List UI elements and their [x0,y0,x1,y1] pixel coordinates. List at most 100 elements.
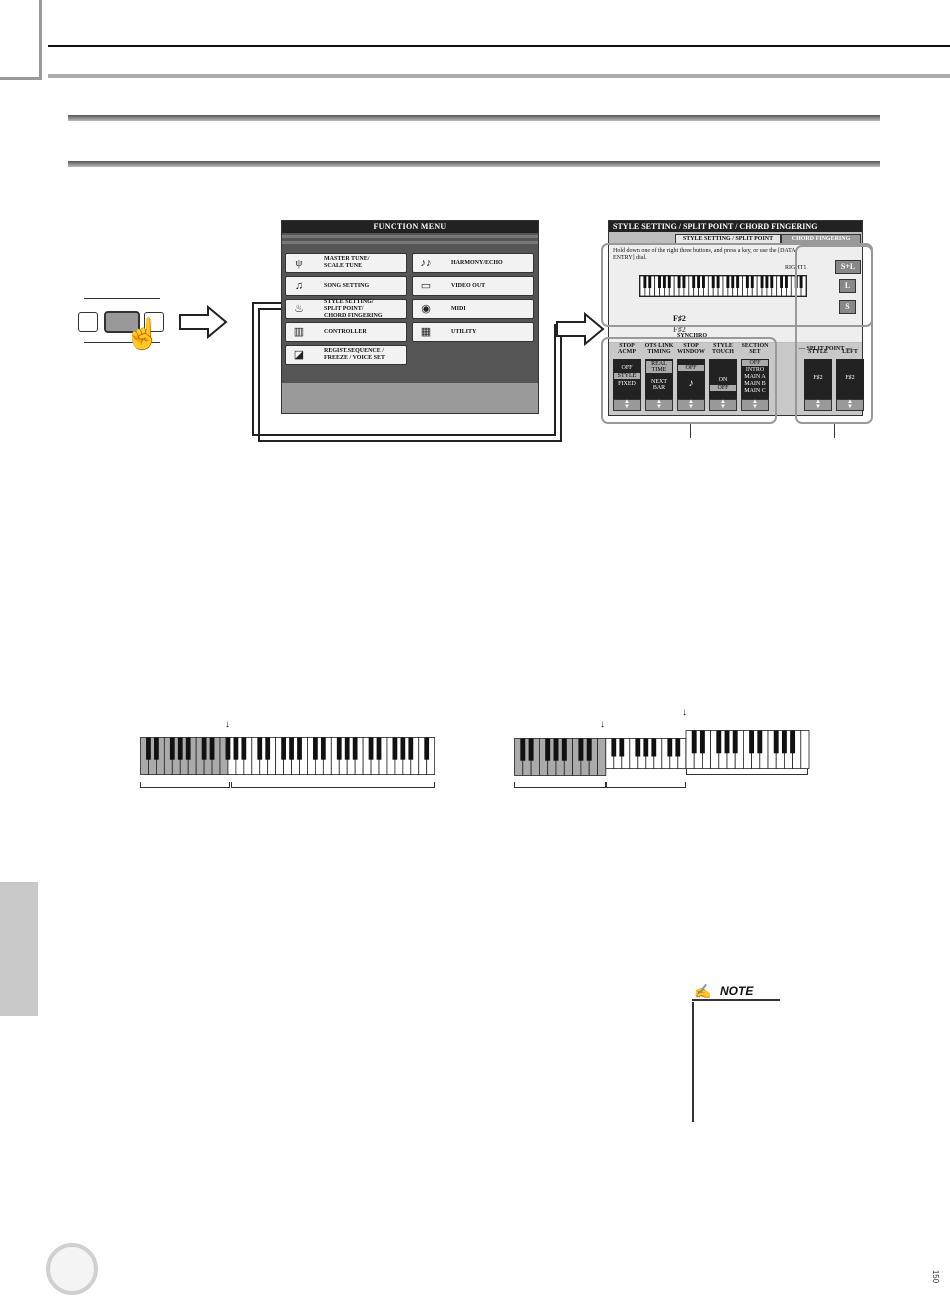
menu-item-style-setting[interactable]: ♨ STYLE SETTING/ SPLIT POINT/ CHORD FING… [285,299,407,319]
menu-item-label: CONTROLLER [324,328,367,335]
menu-item-regist-sequence[interactable]: ◪ REGIST.SEQUENCE / FREEZE / VOICE SET [285,345,407,365]
style-icon: ♨ [294,302,304,315]
menu-item-midi[interactable]: ◉ MIDI [412,299,534,319]
up-down-arrow-icon[interactable]: ▲▼ [709,399,737,411]
white-key [597,738,607,776]
up-down-arrow-icon[interactable]: ▲▼ [677,399,705,411]
black-key [697,276,701,288]
black-key [146,737,151,760]
up-down-arrow-icon[interactable]: ▲▼ [613,399,641,411]
column-header: STYLE TOUCH [712,343,734,355]
column-header: STYLE [808,349,828,355]
section-set-column[interactable]: SECTION SET OFF INTRO MAIN A MAIN B MAIN… [740,343,770,411]
stop-window-column[interactable]: STOP WINDOW OFF ♪ ▲▼ [676,343,706,411]
option-value: OFF [621,365,633,371]
function-menu-body: ψ MASTER TUNE/ SCALE TUNE ♫ SONG SETTING… [282,233,538,383]
option-value-selected: OFF [710,385,736,391]
black-key [400,737,406,760]
right-range-bracket [231,782,435,788]
black-key [289,737,294,760]
black-key [561,738,567,761]
menu-item-video-out[interactable]: ▭ VIDEO OUT [412,276,534,296]
middle-range-bracket [606,782,686,788]
note-margin-line [692,1002,694,1122]
black-key [313,737,318,760]
black-key [528,738,534,761]
black-key [297,737,302,760]
style-touch-column[interactable]: STYLE TOUCH ON OFF ▲▼ [708,343,738,411]
black-key [545,738,551,761]
black-key [177,737,183,760]
stop-acmp-column[interactable]: STOP ACMP OFF STYLE FIXED ▲▼ [612,343,642,411]
up-down-arrow-icon[interactable]: ▲▼ [836,399,864,411]
black-key [716,730,722,754]
split-point-header: — SPLIT POINT — [799,346,852,352]
black-key [201,737,207,760]
menu-item-utility[interactable]: ▦ UTILITY [412,322,534,342]
black-key [233,737,239,760]
double-note-icon: ♪♪ [420,256,432,269]
menu-item-controller[interactable]: ▥ CONTROLLER [285,322,407,342]
midi-icon: ◉ [421,302,431,315]
option-value-selected: OFF [678,365,704,371]
black-key [578,738,584,761]
black-key [745,276,749,288]
menu-item-label: MASTER TUNE/ SCALE TUNE [324,256,370,269]
black-key [699,730,705,754]
screen-stripe [282,241,538,244]
black-key [711,276,715,288]
header-rule [48,45,950,47]
section-rule-top [68,115,880,121]
black-key [662,276,666,288]
page-corner-frame [0,0,42,80]
menu-item-harmony-echo[interactable]: ♪♪ HARMONY/ECHO [412,253,534,273]
page-marker-circle [46,1243,98,1295]
function-button-illustration: ☝ [78,292,164,367]
section-rule-bottom [68,161,880,167]
black-key [209,737,215,760]
black-key [675,738,681,757]
instruction-text: Hold down one of the right three buttons… [613,248,796,261]
option-value: FIXED [618,381,636,387]
ots-link-timing-column[interactable]: OTS LINK TIMING REAL TIME NEXT BAR ▲▼ [644,343,674,411]
option-value: F♯2 [813,375,823,381]
up-down-arrow-icon[interactable]: ▲▼ [645,399,673,411]
column-header: STOP WINDOW [677,343,705,355]
black-key [154,737,159,760]
note-underline [692,999,780,1001]
black-key [553,738,559,761]
black-key [691,730,697,754]
black-key [169,737,175,760]
black-key [784,276,788,288]
split-style-button[interactable]: S [839,300,856,314]
tuning-fork-icon: ψ [295,256,303,269]
function-button[interactable] [104,311,140,333]
split-style-column[interactable]: STYLE F♯2 ▲▼ [803,343,833,411]
option-value: INTRO [745,367,765,373]
option-value-selected: REAL TIME [646,361,672,373]
split-left-button[interactable]: L [839,279,856,293]
black-key [682,276,686,288]
black-key [643,276,647,288]
menu-item-master-tune[interactable]: ψ MASTER TUNE/ SCALE TUNE [285,253,407,273]
left-range-bracket [514,782,606,788]
column-header: OTS LINK TIMING [644,343,674,355]
split-both-button[interactable]: S+L [835,260,861,274]
black-key [368,737,374,760]
black-key [586,738,592,761]
black-key [732,730,738,754]
menu-item-label: HARMONY/ECHO [451,259,503,266]
black-key [773,730,779,754]
black-key [760,276,764,288]
style-setting-screen: STYLE SETTING / SPLIT POINT / CHORD FING… [608,220,865,416]
up-down-arrow-icon[interactable]: ▲▼ [741,399,769,411]
up-down-arrow-icon[interactable]: ▲▼ [804,399,832,411]
black-key [185,737,191,760]
black-key [667,276,671,288]
black-key [716,276,720,288]
split-left-column[interactable]: LEFT F♯2 ▲▼ [835,343,865,411]
option-value: ♪ [688,378,694,389]
keyboard-diagram-double-split [514,730,810,776]
menu-item-song-setting[interactable]: ♫ SONG SETTING [285,276,407,296]
black-key [241,737,247,760]
